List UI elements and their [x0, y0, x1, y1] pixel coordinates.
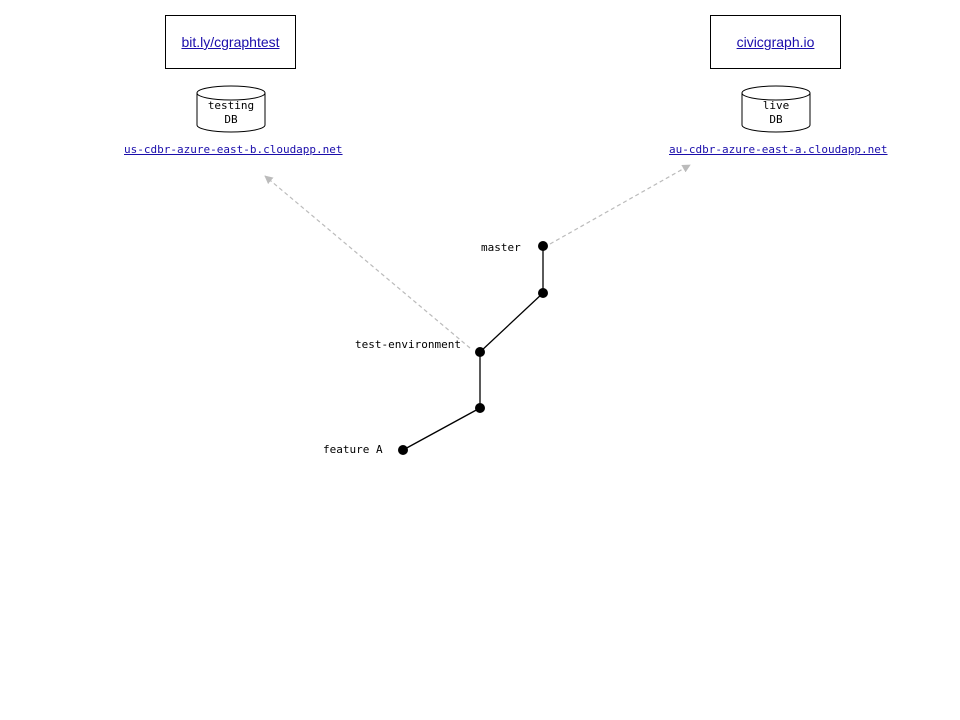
live-app-box: civicgraph.io — [710, 15, 841, 69]
commit-feature-a[interactable] — [398, 445, 408, 455]
branch-label-feature-a: feature A — [323, 443, 383, 456]
commit-test-environment[interactable] — [475, 347, 485, 357]
testing-db-label: testing DB — [196, 99, 266, 127]
live-db-label: live DB — [741, 99, 811, 127]
testing-db-label-line1: testing — [207, 99, 255, 112]
branch-label-master: master — [481, 241, 521, 254]
edge-commit-to-test-environment — [479, 292, 544, 353]
deploy-arrow-testing — [264, 175, 471, 349]
testing-db-icon — [196, 85, 266, 133]
deploy-arrow-live — [549, 164, 691, 245]
testing-db-host-link[interactable]: us-cdbr-azure-east-b.cloudapp.net — [124, 143, 343, 156]
commit-master[interactable] — [538, 241, 548, 251]
testing-app-box: bit.ly/cgraphtest — [165, 15, 296, 69]
live-app-link[interactable]: civicgraph.io — [736, 34, 815, 50]
testing-db-label-line2: DB — [224, 113, 238, 126]
live-db-icon — [741, 85, 811, 133]
live-db-label-line1: live — [762, 99, 790, 112]
live-db-label-line2: DB — [769, 113, 783, 126]
edge-commit-to-feature-a — [402, 407, 481, 451]
branch-label-test-environment: test-environment — [355, 338, 461, 351]
testing-app-link[interactable]: bit.ly/cgraphtest — [181, 34, 280, 50]
commit-node[interactable] — [475, 403, 485, 413]
live-db-host-link[interactable]: au-cdbr-azure-east-a.cloudapp.net — [669, 143, 888, 156]
commit-node[interactable] — [538, 288, 548, 298]
